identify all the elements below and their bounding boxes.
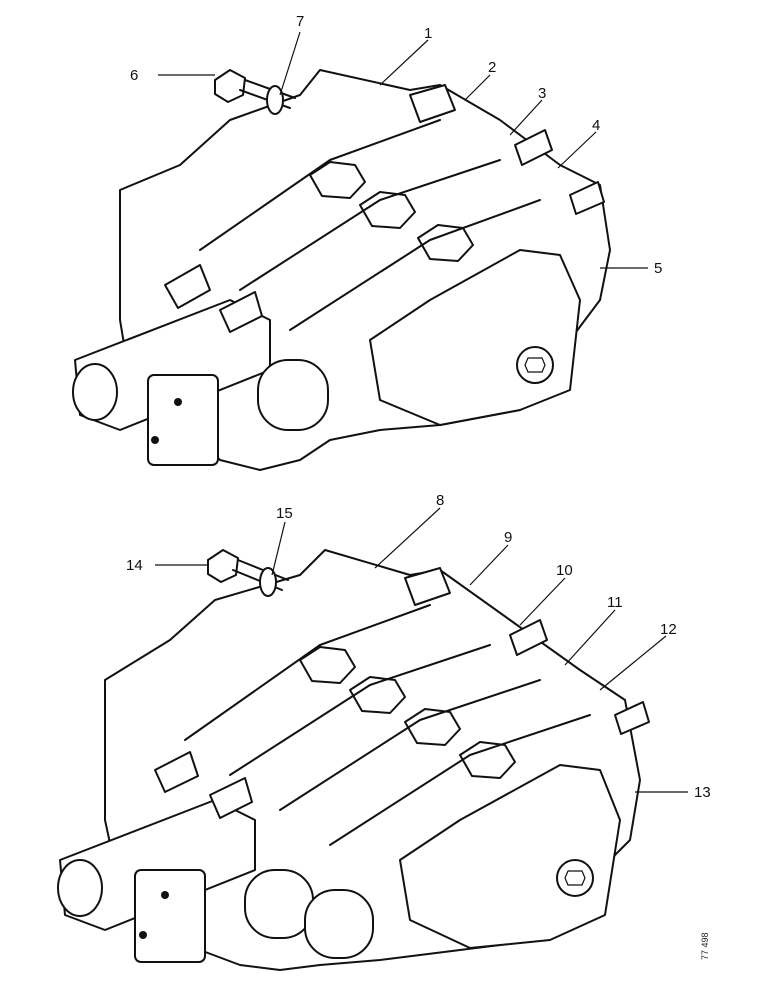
callout-10: 10	[556, 562, 573, 579]
lower-spool-end	[57, 859, 103, 917]
lower-bolt-head	[207, 549, 239, 583]
callout-1: 1	[424, 25, 432, 42]
callout-5: 5	[654, 260, 662, 277]
lower-hex-plug-2	[349, 676, 406, 714]
lower-hex-plug-3	[404, 708, 461, 746]
upper-hex-plug-1	[309, 161, 366, 199]
callout-2: 2	[488, 59, 496, 76]
lower-fitting-left-1	[154, 751, 199, 793]
callout-12: 12	[660, 621, 677, 638]
upper-solenoid	[147, 374, 219, 466]
figure-reference: 77 498	[700, 932, 710, 960]
callout-3: 3	[538, 85, 546, 102]
callout-4: 4	[592, 117, 600, 134]
leader-lines	[155, 31, 688, 793]
upper-cap-1	[257, 359, 329, 431]
upper-fitting-right-1	[514, 129, 553, 166]
callout-7: 7	[296, 13, 304, 30]
upper-relief-valve	[409, 84, 456, 123]
lower-valve-assembly	[57, 549, 650, 971]
lower-fitting-right-1	[509, 619, 548, 656]
upper-fitting-left-2	[219, 291, 263, 333]
lower-fitting-right-2	[614, 701, 650, 735]
callout-14: 14	[126, 557, 143, 574]
callout-11: 11	[607, 594, 623, 611]
callout-labels: 6 7 1 2 3 4 5 14 15 8 9 10 11 12 13	[126, 13, 711, 801]
lower-hex-plug-1	[299, 646, 356, 684]
lower-cap-1	[244, 869, 314, 939]
lower-end-cover	[399, 764, 621, 949]
lower-solenoid	[134, 869, 206, 963]
upper-hex-plug-2	[359, 191, 416, 229]
lower-cap-2	[304, 889, 374, 959]
lower-washer	[259, 567, 277, 597]
callout-9: 9	[504, 529, 512, 546]
callout-13: 13	[694, 784, 711, 801]
lower-end-cover-plug	[556, 859, 594, 897]
upper-hex-plug-3	[417, 224, 474, 262]
lower-relief-valve	[404, 567, 451, 606]
callout-8: 8	[436, 492, 444, 509]
upper-fitting-right-2	[569, 181, 605, 215]
upper-fitting-left-1	[164, 264, 211, 309]
lower-fitting-left-2	[209, 777, 253, 819]
upper-washer	[266, 85, 284, 115]
upper-end-cover-plug	[516, 346, 554, 384]
upper-bolt-head	[214, 69, 246, 103]
upper-valve-assembly	[72, 69, 611, 471]
callout-15: 15	[276, 505, 293, 522]
lower-hex-plug-4	[459, 741, 516, 779]
upper-spool-end	[72, 363, 118, 421]
callout-6: 6	[130, 67, 138, 84]
